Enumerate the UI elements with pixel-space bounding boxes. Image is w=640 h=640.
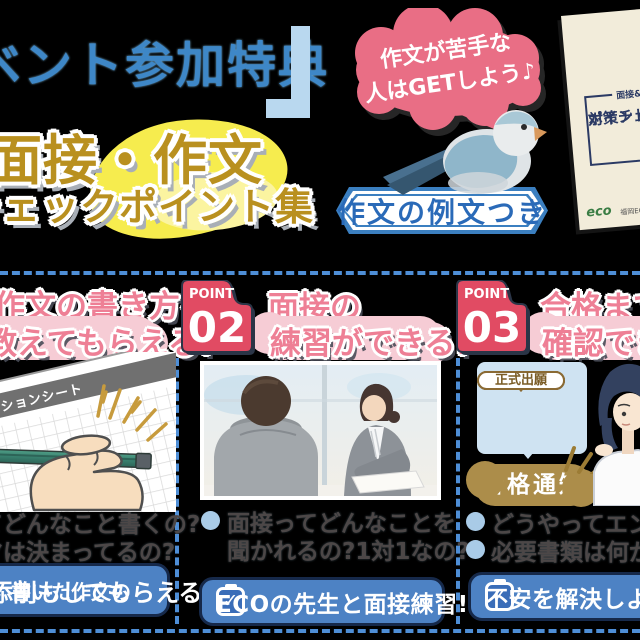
cta-text: 不安を解決しよう! (485, 586, 640, 613)
eco-logo: eco (585, 203, 613, 221)
speech-bubble: 作文が苦手な 人はGETしよう♪ (343, 8, 553, 148)
hand (29, 449, 144, 512)
page-title: ベント参加特典 (0, 37, 330, 94)
bullet-text: 聞かれるの?1対1なの? (227, 539, 470, 565)
bullet-text: どうやってエントリーするの? (491, 512, 640, 538)
banner-text: 作文の例文つき (336, 195, 547, 229)
interview-photo (200, 361, 441, 500)
cta-line2: 添削もしてもらえる! (0, 578, 214, 607)
bullet-text: 必要書類は何がいるの? (491, 540, 640, 566)
hand-writing-illustration: モチベーションシート (0, 352, 176, 512)
dashed-divider-right (456, 358, 460, 624)
example-banner: 作文の例文つき (336, 187, 548, 234)
point-02-badge: POINT 02 (181, 280, 255, 355)
cta-text: ECOの先生と面接練習! (216, 591, 469, 618)
interviewer-figure (344, 383, 425, 496)
dashed-divider-left (175, 358, 179, 624)
cta-line1: 書いた作文の (11, 579, 131, 604)
bullet-dot (466, 512, 485, 531)
cta-box-solve-worries: ✓ 不安を解決しよう! (468, 572, 640, 621)
bullet-text: テーマは決まってるの? (0, 540, 176, 566)
booklet-cover: 面接&作文 対策チェック ポイント集 eco 福岡ECO動物海洋専門学校 (561, 4, 640, 231)
application-flow-panel: エントリー 面接 正式出願 (477, 362, 587, 459)
point-label: POINT (464, 287, 509, 302)
point-number: 02 (188, 303, 246, 352)
speech-bubble-shape (355, 8, 541, 144)
point-number: 03 (463, 303, 521, 352)
flow-step-application: 正式出願 (477, 371, 565, 390)
bullet-text: 作文ってどんなこと書くの? (0, 512, 201, 538)
cta-box-interview-practice: ✓ ECOの先生と面接練習! (199, 577, 468, 626)
banner-inner-fill (345, 196, 539, 225)
booklet-title-frame: 面接&作文 対策チェック ポイント集 (584, 84, 640, 167)
bullet-dot (201, 511, 220, 530)
bullet-dot (466, 540, 485, 559)
booklet-tag: 面接&作文 (611, 84, 640, 102)
section3-title-line2: 確認できる! (542, 326, 640, 362)
flow-result-badge: 合格通知 (466, 461, 600, 507)
dashed-border-bottom (0, 629, 640, 633)
check-icon: ✓ (485, 582, 514, 611)
section2-title-line2: 練習ができる! (270, 326, 470, 362)
check-icon: ✓ (216, 587, 245, 616)
booklet-title-line2: ポイント集 (587, 104, 640, 129)
girl-illustration (593, 363, 640, 506)
quote-bracket-icon (291, 26, 310, 118)
cta-box-essay-review: 書いた作文の 添削もしてもらえる! (0, 563, 213, 617)
student-figure (214, 376, 318, 496)
parakeet-bird-photo (383, 110, 547, 195)
bullet-text: 面接ってどんなことを (227, 511, 456, 537)
point-03-badge: POINT 03 (456, 280, 530, 355)
subtitle-line1: 面接・作文 (0, 129, 263, 192)
school-name: 福岡ECO動物海洋専門学校 (620, 201, 640, 217)
quote-bracket-icon (266, 99, 310, 118)
booklet-footer: eco 福岡ECO動物海洋専門学校 (586, 188, 640, 221)
emphasis-strokes (96, 384, 168, 442)
point-label: POINT (189, 287, 234, 302)
dashed-border-top (0, 271, 640, 275)
